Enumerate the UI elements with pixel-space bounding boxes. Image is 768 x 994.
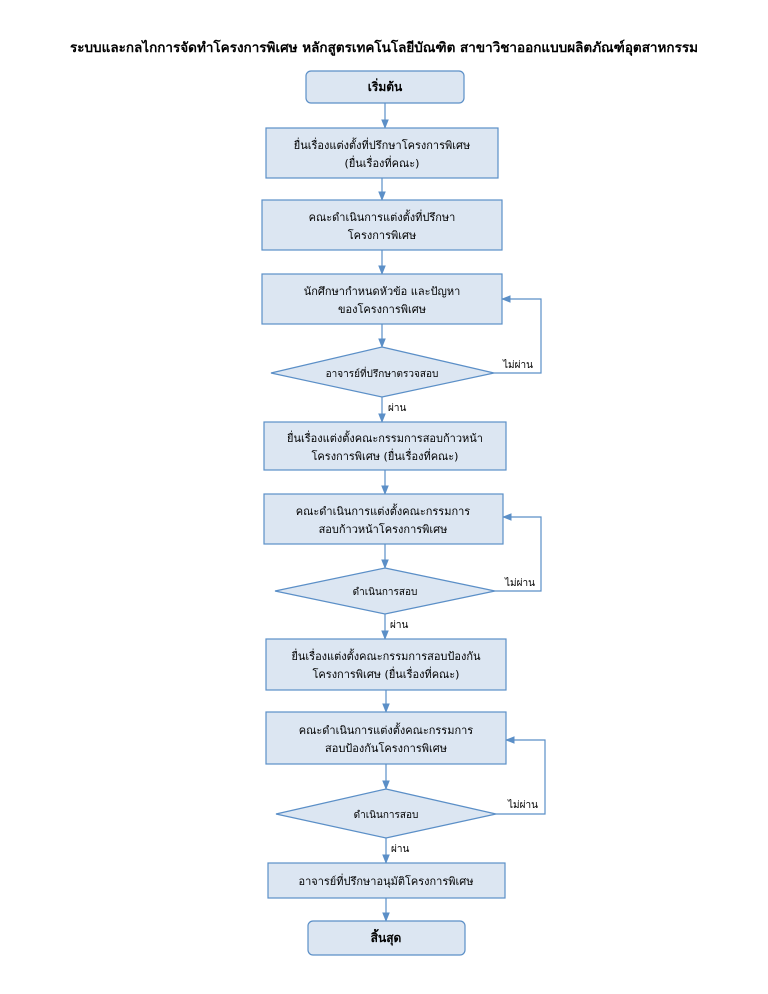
p2-line-1: คณะดำเนินการแต่งตั้งที่ปรึกษา — [309, 209, 456, 224]
p2-line-2: โครงการพิเศษ — [348, 228, 417, 242]
process-define-topic: นักศึกษากำหนดหัวข้อ และปัญหา ของโครงการพ… — [261, 273, 503, 325]
edge-d1-fail-loop — [494, 295, 542, 374]
d3-pass-label: ผ่าน — [391, 844, 409, 855]
p1-line-1: ยื่นเรื่องแต่งตั้งที่ปรึกษาโครงการพิเศษ — [294, 137, 471, 152]
p4-line-1: ยื่นเรื่องแต่งตั้งคณะกรรมการสอบก้าวหน้า — [287, 430, 483, 445]
p4-line-2: โครงการพิเศษ (ยื่นเรื่องที่คณะ) — [312, 448, 459, 463]
p1-line-2: (ยื่นเรื่องที่คณะ) — [345, 155, 420, 170]
page-title: ระบบและกลไกการจัดทำโครงการพิเศษ หลักสูตร… — [69, 40, 698, 56]
p6-line-1: ยื่นเรื่องแต่งตั้งคณะกรรมการสอบป้องกัน — [291, 648, 481, 663]
process-faculty-appoint-defense-committee: คณะดำเนินการแต่งตั้งคณะกรรมการ สอบป้องกั… — [265, 711, 507, 765]
p5-line-1: คณะดำเนินการแต่งตั้งคณะกรรมการ — [296, 503, 470, 518]
p5-line-2: สอบก้าวหน้าโครงการพิเศษ — [319, 522, 448, 536]
process-appoint-advisor-submit: ยื่นเรื่องแต่งตั้งที่ปรึกษาโครงการพิเศษ … — [265, 127, 499, 179]
d2-text: ดำเนินการสอบ — [353, 587, 418, 598]
decision-defense-exam: ดำเนินการสอบ — [275, 788, 497, 839]
edge-d3-fail-loop — [496, 736, 546, 815]
process-submit-progress-committee: ยื่นเรื่องแต่งตั้งคณะกรรมการสอบก้าวหน้า … — [263, 421, 507, 471]
d3-text: ดำเนินการสอบ — [354, 810, 419, 821]
decision-progress-exam: ดำเนินการสอบ — [274, 567, 496, 615]
edge-d2-fail-loop — [495, 513, 542, 592]
end-node: สิ้นสุด — [307, 920, 466, 956]
p7-line-2: สอบป้องกันโครงการพิเศษ — [325, 741, 447, 755]
end-text: สิ้นสุด — [371, 928, 402, 946]
d1-text: อาจารย์ที่ปรึกษาตรวจสอบ — [326, 366, 439, 380]
start-node: เริ่มต้น — [305, 70, 465, 104]
p6-line-2: โครงการพิเศษ (ยื่นเรื่องที่คณะ) — [313, 666, 460, 681]
d2-pass-label: ผ่าน — [390, 620, 408, 631]
process-faculty-appoint-advisor: คณะดำเนินการแต่งตั้งที่ปรึกษา โครงการพิเ… — [261, 199, 503, 251]
process-faculty-appoint-progress-committee: คณะดำเนินการแต่งตั้งคณะกรรมการ สอบก้าวหน… — [263, 493, 504, 545]
process-submit-defense-committee: ยื่นเรื่องแต่งตั้งคณะกรรมการสอบป้องกัน โ… — [265, 638, 507, 691]
d2-fail-label: ไม่ผ่าน — [504, 577, 535, 589]
start-text: เริ่มต้น — [368, 78, 403, 94]
p8-line-1: อาจารย์ที่ปรึกษาอนุมัติโครงการพิเศษ — [298, 873, 473, 888]
p7-line-1: คณะดำเนินการแต่งตั้งคณะกรรมการ — [299, 722, 473, 737]
process-advisor-approve: อาจารย์ที่ปรึกษาอนุมัติโครงการพิเศษ — [267, 862, 506, 899]
decision-advisor-review: อาจารย์ที่ปรึกษาตรวจสอบ — [270, 346, 495, 398]
d1-pass-label: ผ่าน — [388, 403, 406, 414]
d1-fail-label: ไม่ผ่าน — [502, 359, 533, 371]
p3-line-1: นักศึกษากำหนดหัวข้อ และปัญหา — [304, 285, 461, 298]
d3-fail-label: ไม่ผ่าน — [507, 799, 538, 811]
p3-line-2: ของโครงการพิเศษ — [338, 302, 426, 316]
